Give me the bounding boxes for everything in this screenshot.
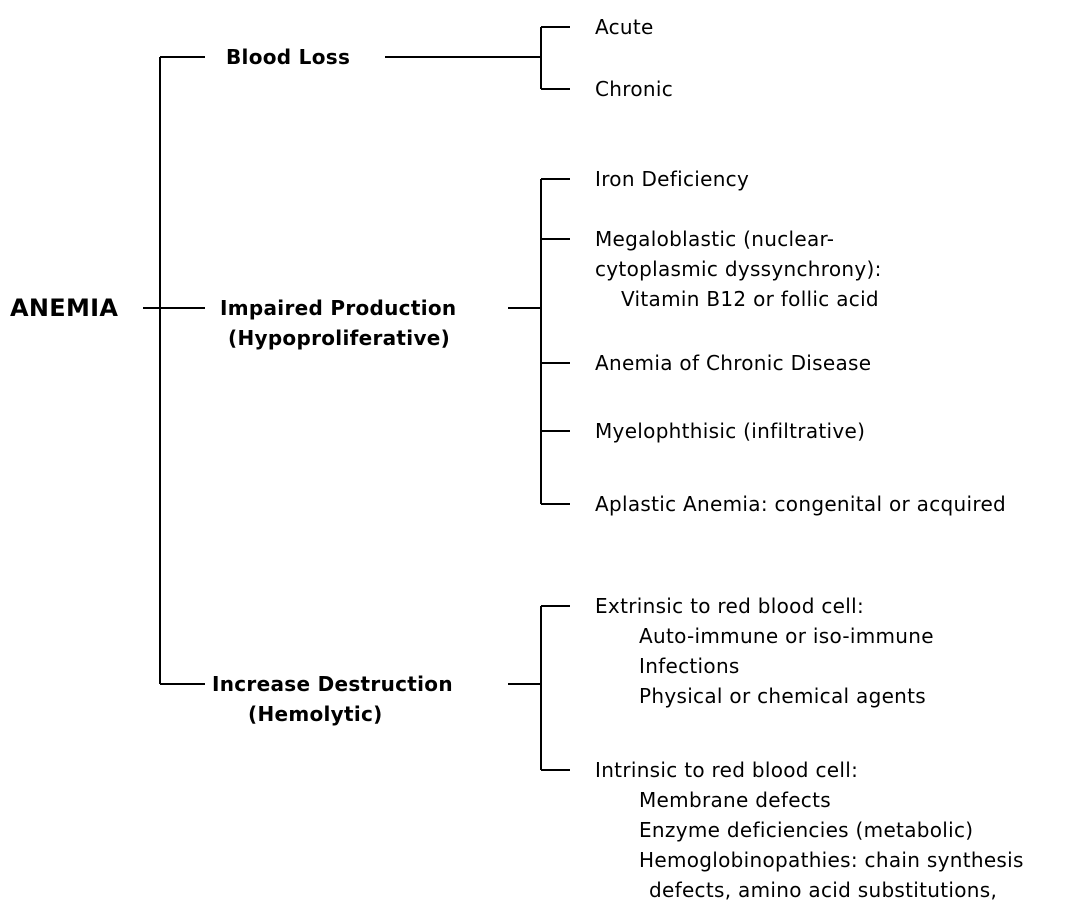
leaf-aplastic-anemia: Aplastic Anemia: congenital or acquired xyxy=(595,492,1007,516)
leaf-extrinsic-sub: Infections xyxy=(639,654,740,678)
leaf-intrinsic-sub: Membrane defects xyxy=(639,788,831,812)
category-impaired-production-sub: (Hypoproliferative) xyxy=(228,326,451,350)
category-impaired-production: Impaired Production xyxy=(220,296,457,320)
leaf-acute: Acute xyxy=(595,15,654,39)
category-blood-loss: Blood Loss xyxy=(226,45,351,69)
leaf-chronic: Chronic xyxy=(595,77,673,101)
leaf-megaloblastic: Megaloblastic (nuclear- xyxy=(595,227,835,251)
leaf-intrinsic: Intrinsic to red blood cell: xyxy=(595,758,859,782)
leaf-intrinsic-sub: Enzyme deficiencies (metabolic) xyxy=(639,818,974,842)
leaf-extrinsic: Extrinsic to red blood cell: xyxy=(595,594,865,618)
leaf-intrinsic-continuation: defects, amino acid substitutions, xyxy=(649,878,998,902)
leaf-megaloblastic-line2: cytoplasmic dyssynchrony): xyxy=(595,257,882,281)
category-increase-destruction: Increase Destruction xyxy=(212,672,453,696)
category-increase-destruction-sub: (Hemolytic) xyxy=(248,702,383,726)
leaf-intrinsic-sub: Hemoglobinopathies: chain synthesis xyxy=(639,848,1024,872)
leaf-extrinsic-sub: Physical or chemical agents xyxy=(639,684,927,708)
leaf-anemia-chronic-disease: Anemia of Chronic Disease xyxy=(595,351,872,375)
leaf-megaloblastic-line3: Vitamin B12 or follic acid xyxy=(621,287,879,311)
leaf-extrinsic-sub: Auto-immune or iso-immune xyxy=(639,624,934,648)
root-label: ANEMIA xyxy=(10,294,119,322)
leaf-myelophthisic: Myelophthisic (infiltrative) xyxy=(595,419,866,443)
leaf-iron-deficiency: Iron Deficiency xyxy=(595,167,750,191)
